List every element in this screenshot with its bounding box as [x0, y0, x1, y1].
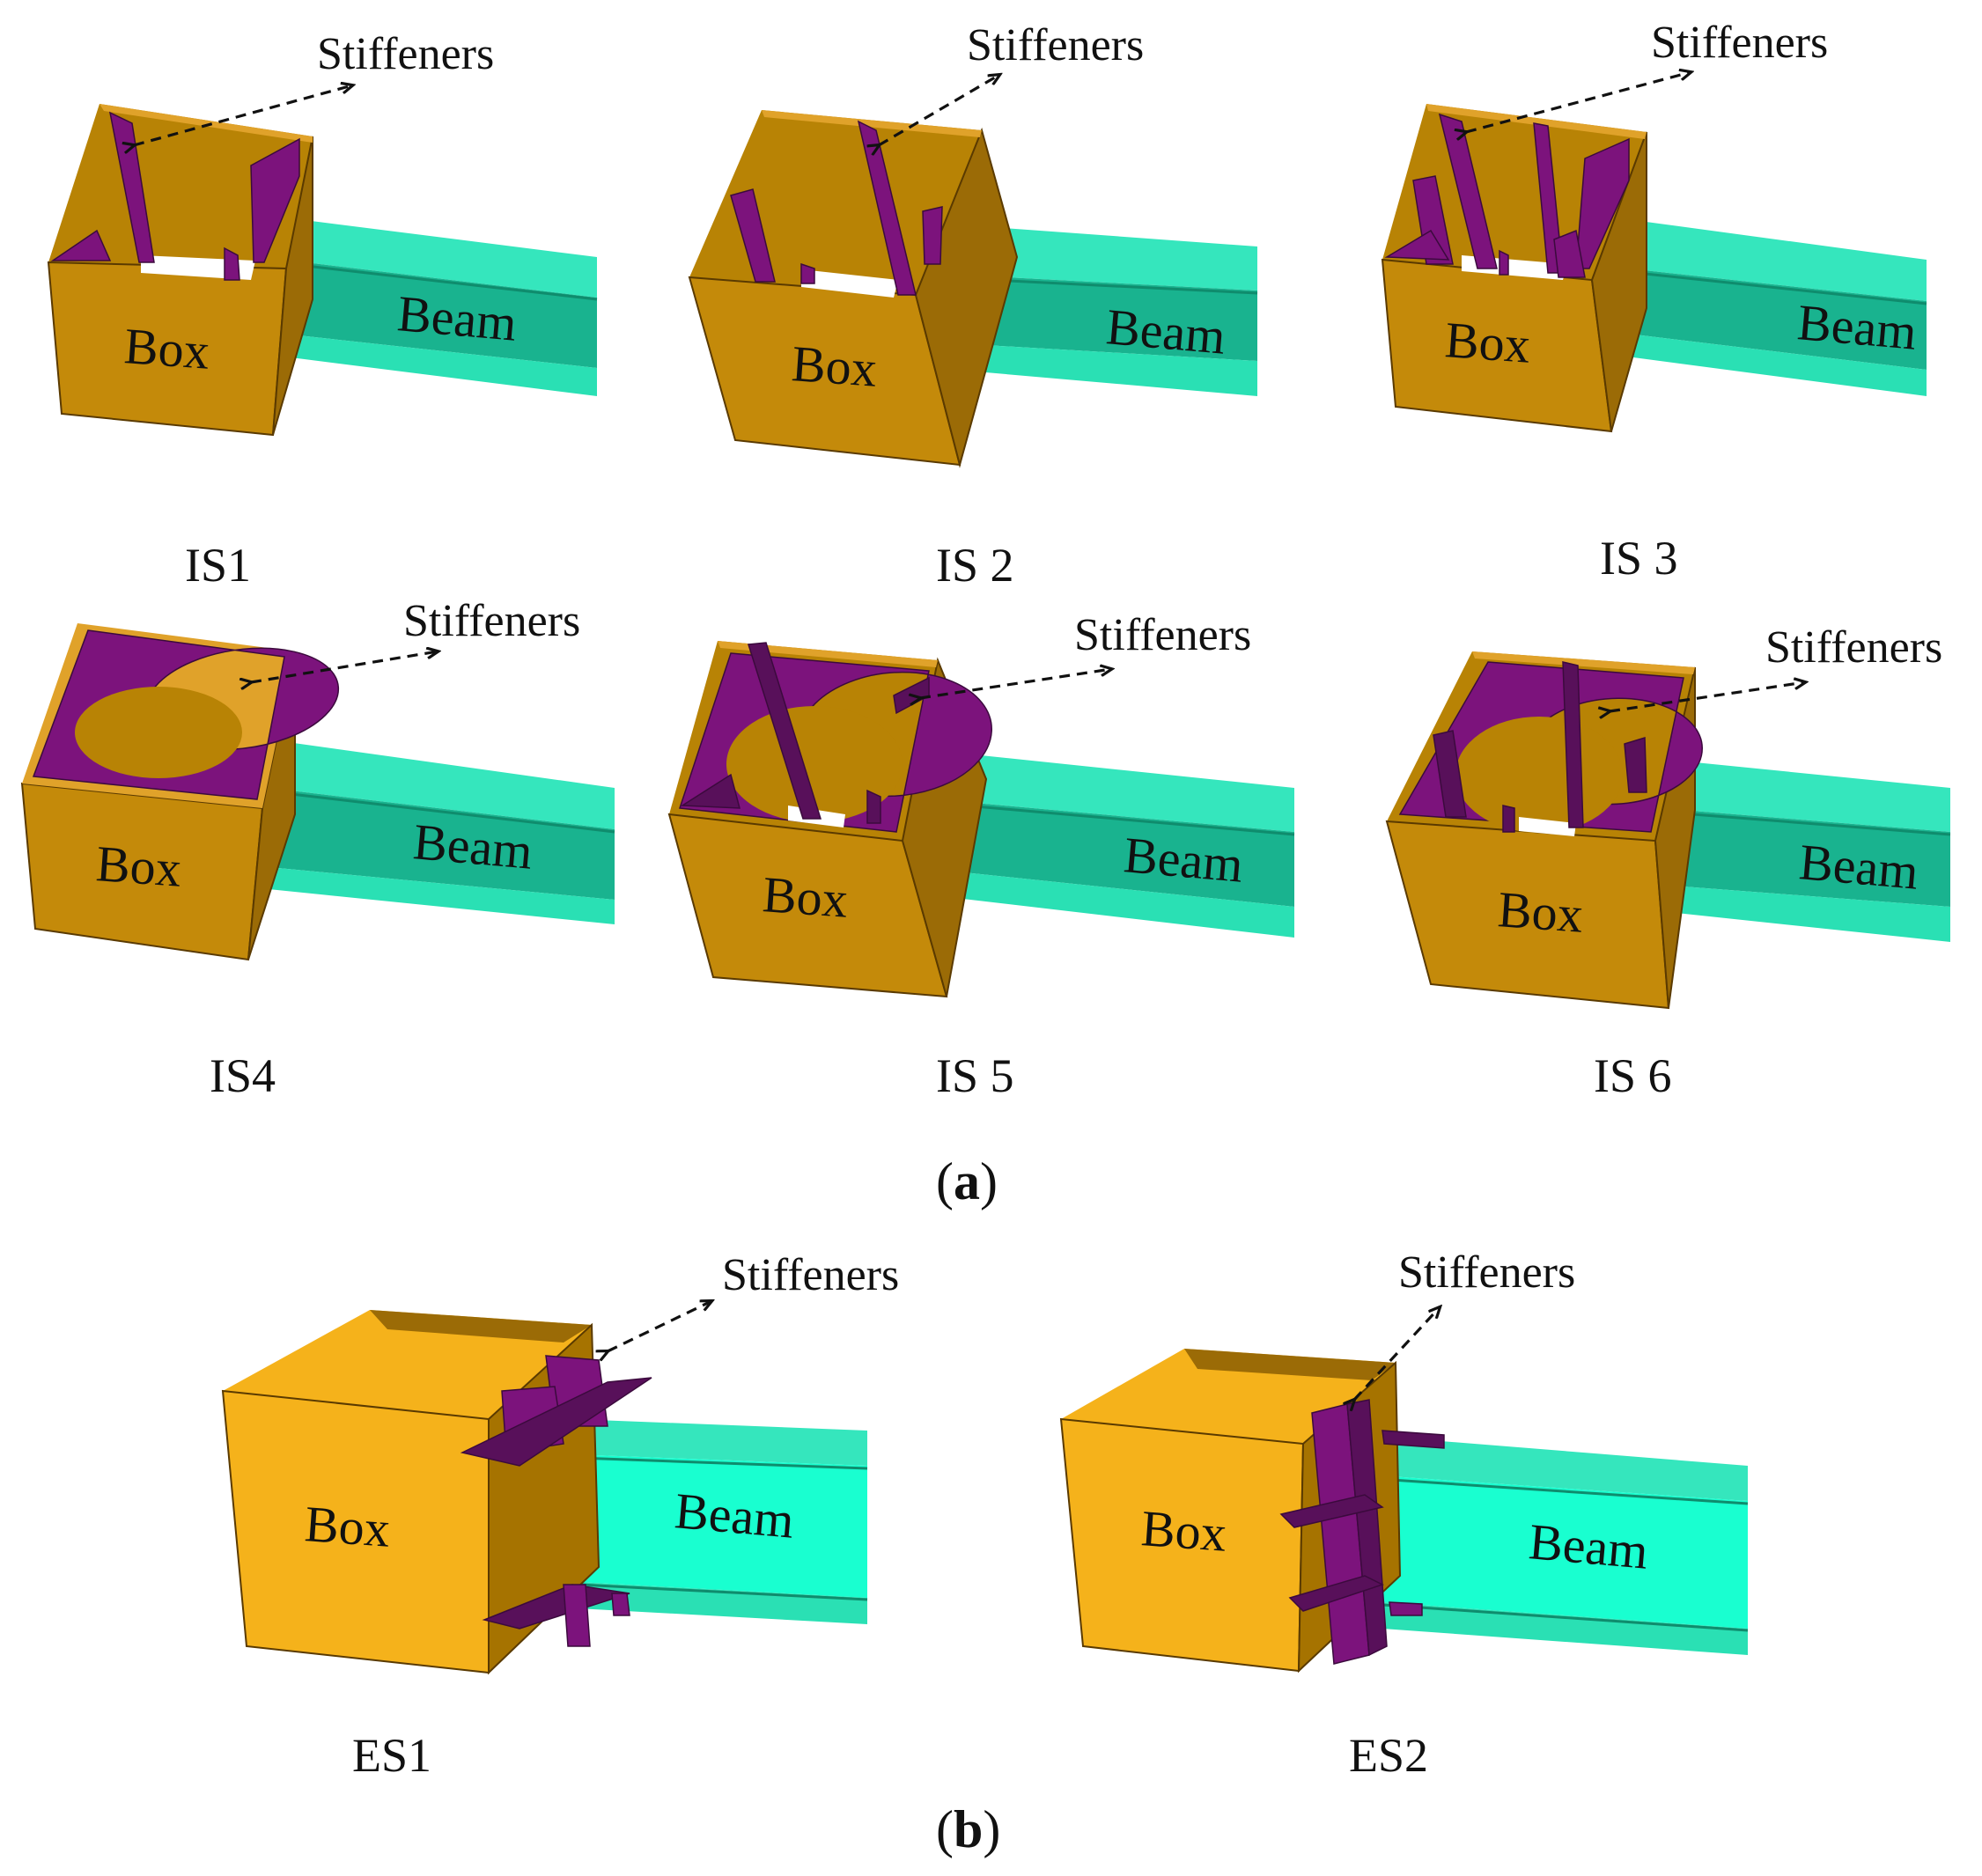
- is2-beam: [954, 224, 1258, 396]
- is6-arrow: [1610, 682, 1805, 711]
- is3-stiffeners-label: Stiffeners: [1651, 18, 1828, 68]
- is4-beam-label: Beam: [411, 813, 534, 880]
- is4-arrow: [251, 651, 438, 682]
- is6-model: [1385, 651, 1951, 1010]
- es1-arrow: [608, 1301, 711, 1351]
- is2-caption: IS 2: [936, 539, 1014, 592]
- es1-model: [221, 1310, 868, 1675]
- is5-caption: IS 5: [936, 1049, 1014, 1102]
- is1-stiffeners-label: Stiffeners: [317, 29, 494, 79]
- is5-beam: [954, 753, 1295, 938]
- es2-stiffeners-label: Stiffeners: [1398, 1247, 1575, 1298]
- is3-model: [1381, 104, 1927, 433]
- is2-box-label: Box: [790, 335, 879, 398]
- is4-ring-stiffener: [32, 629, 340, 800]
- is4-beam: [268, 739, 615, 924]
- is1-stiffeners: [50, 111, 300, 281]
- is1-caption: IS1: [185, 539, 251, 592]
- is4-caption: IS4: [210, 1049, 276, 1102]
- es2-stiffeners: [1279, 1399, 1445, 1665]
- is6-beam: [1659, 759, 1951, 942]
- is6-ring-stiffener: [1398, 661, 1703, 836]
- is1-arrow: [134, 85, 352, 145]
- is3-caption: IS 3: [1600, 532, 1678, 585]
- es2-beam: [1364, 1435, 1749, 1655]
- is5-box-label: Box: [761, 865, 850, 929]
- es1-caption: ES1: [352, 1729, 431, 1782]
- es2-beam-label: Beam: [1527, 1512, 1650, 1580]
- is2-model: [688, 110, 1258, 468]
- es1-beam-label: Beam: [673, 1482, 796, 1549]
- is3-beam-label: Beam: [1795, 293, 1919, 361]
- es1-stiffeners: [460, 1355, 652, 1647]
- is4-stiffeners-label: Stiffeners: [403, 596, 580, 646]
- is6-stiffeners-label: Stiffeners: [1765, 622, 1942, 673]
- is6-beam-label: Beam: [1797, 833, 1920, 901]
- is1-beam-label: Beam: [395, 284, 519, 352]
- is5-model: [667, 641, 1295, 998]
- is3-box-label: Box: [1443, 311, 1532, 374]
- is2-arrow: [879, 75, 999, 145]
- is3-stiffeners: [1384, 113, 1630, 278]
- is6-box-label: Box: [1496, 880, 1585, 944]
- panel-b-letter: b: [954, 1800, 983, 1858]
- is2-box: [688, 110, 1019, 468]
- is2-beam-label: Beam: [1104, 298, 1227, 365]
- es2-model: [1059, 1349, 1749, 1674]
- es2-caption: ES2: [1349, 1729, 1428, 1782]
- stiffener-arrows: [134, 72, 1805, 1400]
- is5-arrow: [920, 669, 1111, 698]
- is1-box-label: Box: [122, 317, 211, 380]
- is2-stiffeners-label: Stiffeners: [967, 20, 1144, 70]
- es1-box-label: Box: [303, 1495, 392, 1558]
- labels: Stiffeners Stiffeners Stiffeners Stiffen…: [94, 18, 1942, 1858]
- es2-box-label: Box: [1139, 1499, 1228, 1563]
- is5-stiffeners-label: Stiffeners: [1074, 610, 1251, 660]
- is3-beam: [1619, 218, 1927, 396]
- is1-model: [47, 104, 598, 437]
- is5-beam-label: Beam: [1122, 826, 1245, 894]
- is3-arrow: [1466, 72, 1691, 132]
- is4-box-label: Box: [94, 835, 183, 898]
- is4-model: [20, 623, 615, 961]
- panel-b-label: (b): [936, 1800, 1000, 1858]
- panel-a-letter: a: [954, 1152, 980, 1210]
- is6-caption: IS 6: [1594, 1049, 1672, 1102]
- panel-a-label: (a): [936, 1152, 998, 1210]
- is5-ring-stiffener: [678, 642, 992, 833]
- es1-stiffeners-label: Stiffeners: [722, 1250, 899, 1300]
- is1-beam: [290, 218, 598, 396]
- es1-beam: [527, 1417, 868, 1624]
- es2-arrow: [1354, 1307, 1440, 1400]
